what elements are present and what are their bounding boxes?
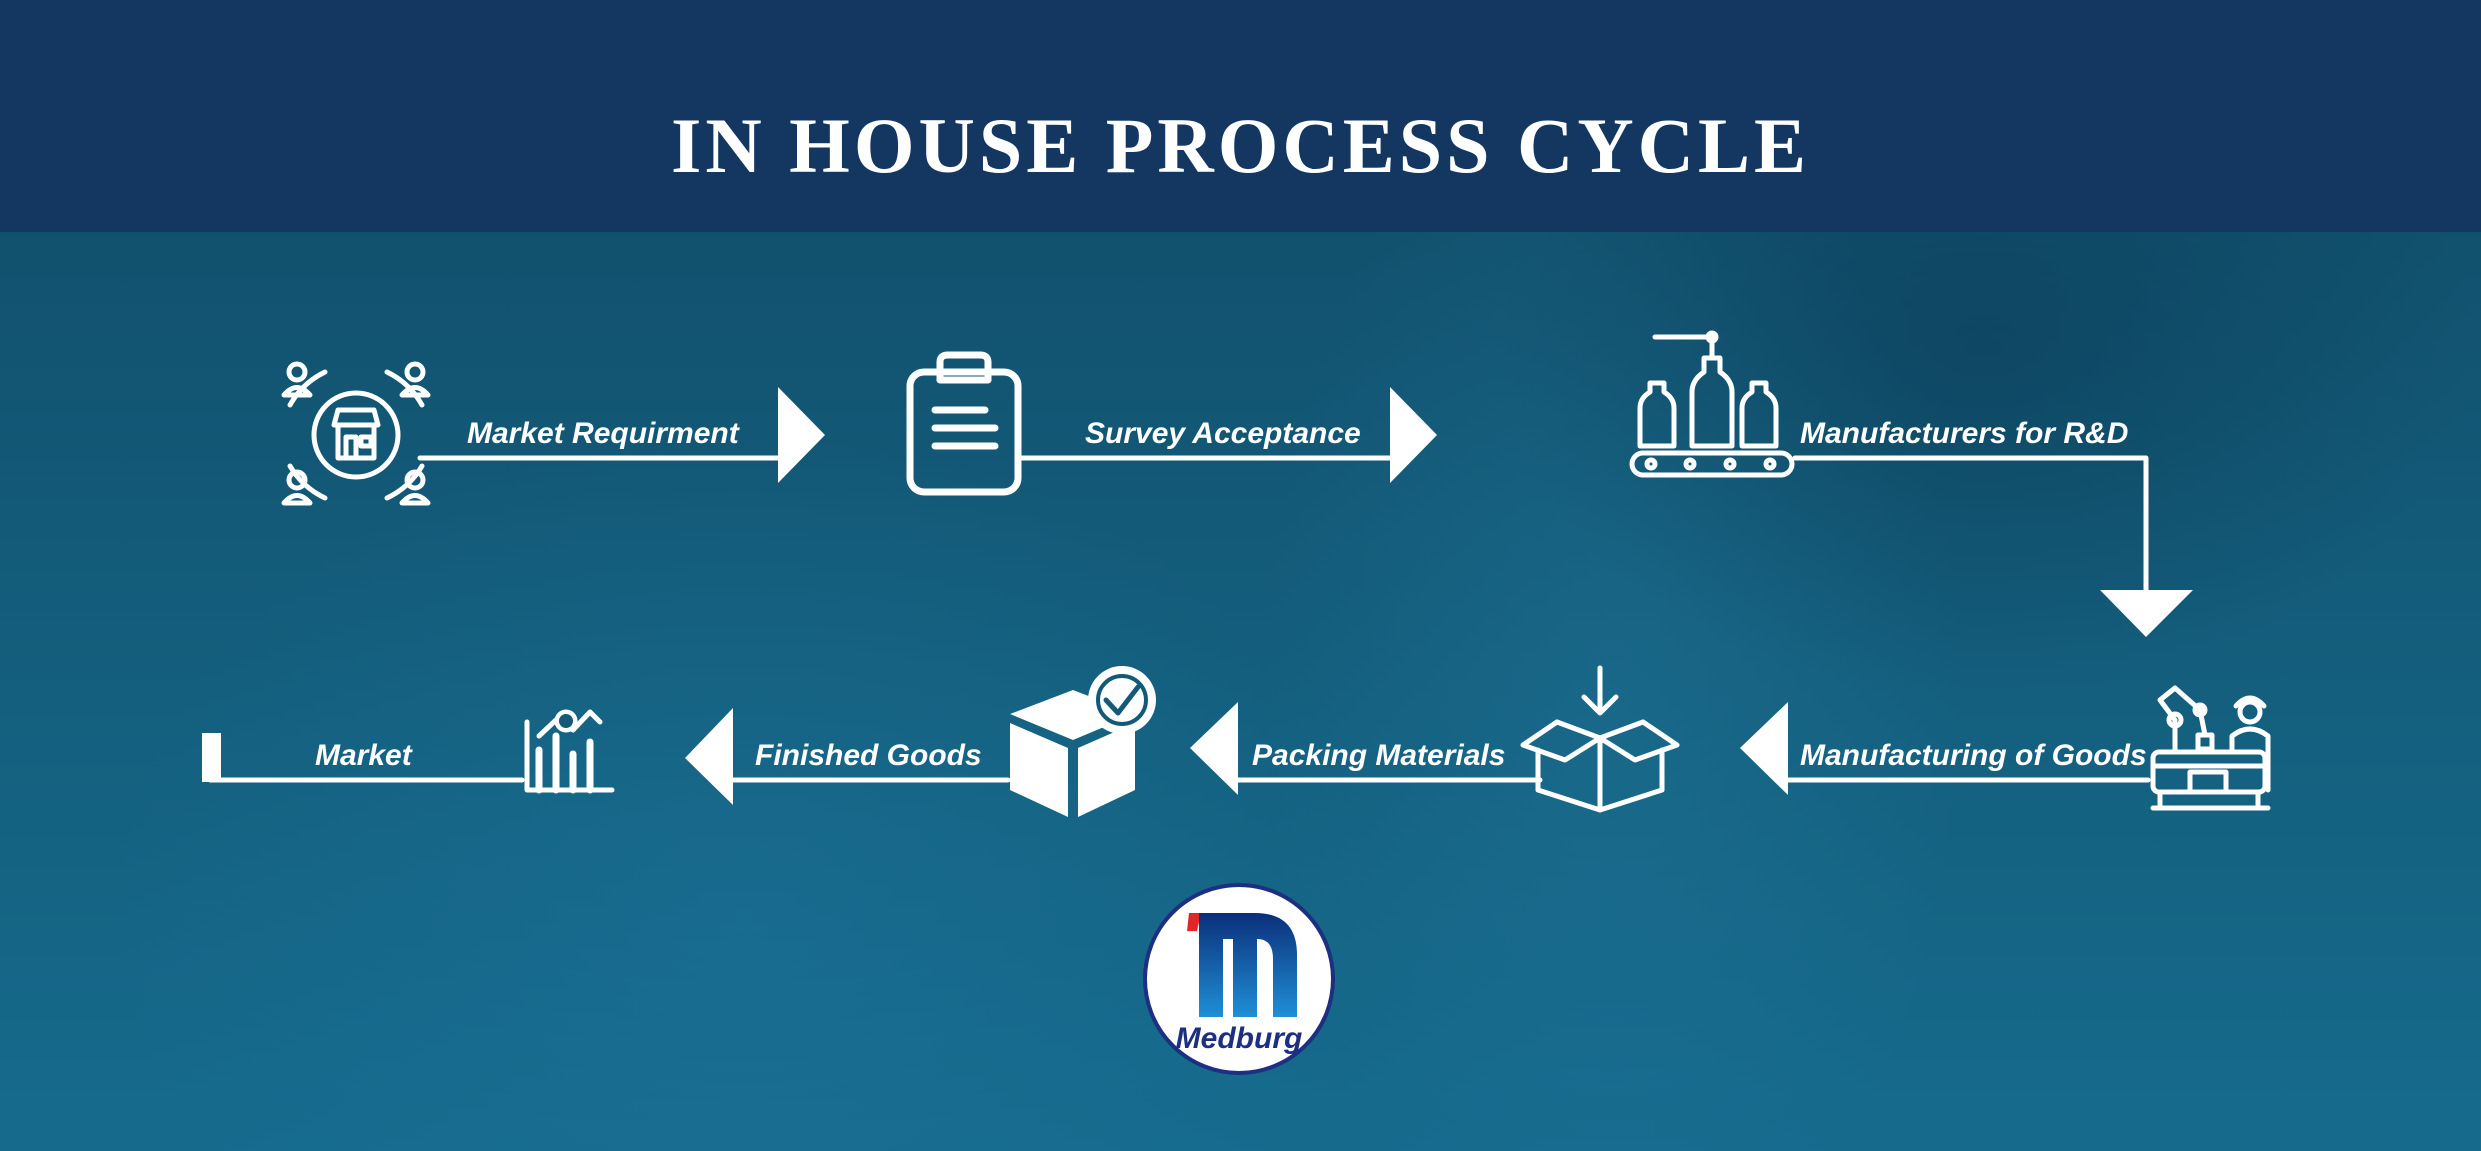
arrow-right-1 [778, 387, 825, 483]
medburg-logo: Medburg [1143, 883, 1335, 1075]
arrow-right-2 [1390, 387, 1437, 483]
step-label-survey-acceptance: Survey Acceptance [1085, 417, 1361, 450]
page-title: IN HOUSE PROCESS CYCLE [670, 102, 1811, 189]
bar-chart-dollar-icon [524, 709, 615, 794]
bottling-conveyor-icon [1629, 330, 1795, 478]
flow-end-cap [202, 733, 221, 782]
step-label-market-requirement: Market Requirment [467, 417, 739, 450]
logo-brand-text: Medburg [1175, 1022, 1303, 1055]
step-label-market: Market [315, 739, 412, 772]
clipboard-icon [906, 351, 1022, 496]
step-label-manufacturing-goods: Manufacturing of Goods [1800, 739, 2147, 772]
store-people-icon [281, 361, 431, 506]
arrow-left-3 [685, 708, 733, 805]
connector-rd-to-manufacturing [1792, 455, 2149, 595]
arrow-down [2100, 590, 2193, 637]
open-box-arrow-icon [1520, 665, 1680, 813]
header-banner: IN HOUSE PROCESS CYCLE [0, 0, 2481, 232]
step-label-finished-goods: Finished Goods [755, 739, 982, 772]
arrow-left-2 [1190, 702, 1238, 795]
factory-robot-worker-icon [2150, 685, 2271, 811]
check-mark [1103, 684, 1141, 716]
step-label-manufacturers-rd: Manufacturers for R&D [1800, 417, 2129, 450]
step-label-packing-materials: Packing Materials [1252, 739, 1506, 772]
arrow-left-1 [1740, 702, 1788, 795]
logo-m-mark [1187, 913, 1297, 1017]
